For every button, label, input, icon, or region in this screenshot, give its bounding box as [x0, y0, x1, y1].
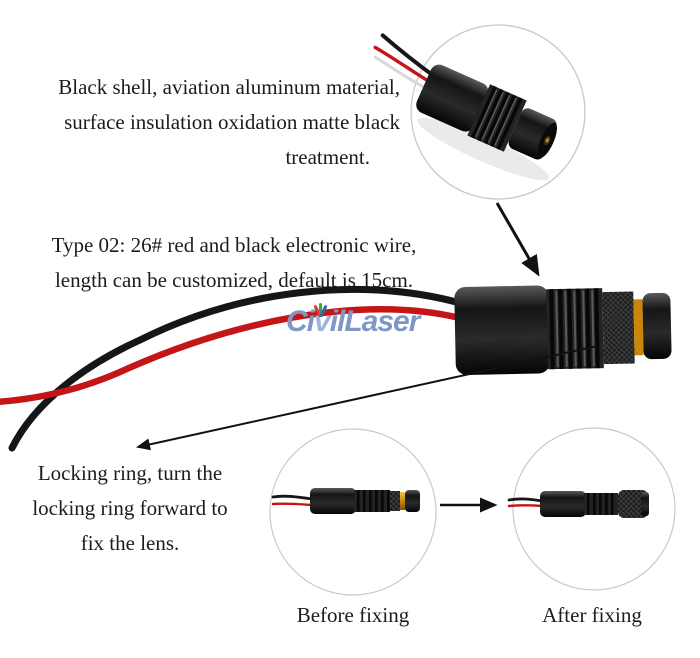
- annotation-line: locking ring forward to: [32, 496, 228, 520]
- arrow-locking-ring-pointer: [136, 345, 598, 451]
- module-gold-band: [400, 492, 405, 510]
- main-module-lens-cap: [642, 292, 672, 360]
- inset-top-module-photo: [373, 33, 557, 181]
- annotation-line: length can be customized, default is 15c…: [54, 268, 414, 292]
- main-module-photo: [454, 285, 672, 375]
- inset-after-module-photo: [507, 490, 649, 518]
- module-locking-ring: [390, 491, 400, 511]
- module-ribs: [467, 84, 527, 152]
- module-shadow: [417, 117, 550, 181]
- main-wire-black: [8, 286, 464, 452]
- main-module-locking-ring: [602, 291, 635, 365]
- wire-black: [507, 497, 544, 503]
- logo-text-part2: ilLaser: [329, 305, 421, 338]
- main-module-ribs: [546, 288, 604, 370]
- logo-text-part1: Ci: [286, 305, 315, 338]
- caption-before-fixing: Before fixing: [296, 603, 410, 627]
- annotation-line: Type 02: 26# red and black electronic wi…: [51, 233, 417, 257]
- module-locking-ring-closed: [618, 490, 648, 518]
- wire-red: [507, 504, 544, 508]
- module-barrel: [540, 491, 586, 517]
- annotation-locking-text: Locking ring, turn the locking ring forw…: [14, 456, 246, 561]
- module-lens-cap: [405, 490, 420, 512]
- annotation-line: Locking ring, turn the: [37, 461, 223, 485]
- module-barrel: [416, 64, 489, 132]
- main-module-barrel: [454, 285, 550, 375]
- module-lens-cap: [641, 492, 649, 516]
- wire-red: [271, 502, 314, 507]
- annotation-shell-text: Black shell, aviation aluminum material,…: [28, 70, 400, 175]
- lens-glint: [545, 138, 549, 143]
- module-ribs: [584, 493, 618, 515]
- annotation-line: Black shell, aviation aluminum material,: [58, 75, 400, 99]
- arrow-top-inset-to-module: [495, 202, 540, 277]
- main-wire-red: [0, 306, 464, 405]
- annotation-line: fix the lens.: [80, 531, 180, 555]
- annotation-line: treatment.: [285, 145, 370, 169]
- annotation-wire-text: Type 02: 26# red and black electronic wi…: [30, 228, 438, 298]
- annotation-line: surface insulation oxidation matte black: [64, 110, 400, 134]
- logo-letter-v: v: [313, 303, 331, 338]
- main-module-gold-band: [633, 299, 644, 356]
- inset-before-module-photo: [271, 488, 420, 514]
- module-ribs: [354, 490, 390, 512]
- module-barrel: [310, 488, 356, 514]
- wire-black: [271, 494, 314, 501]
- caption-after-fixing: After fixing: [542, 603, 642, 627]
